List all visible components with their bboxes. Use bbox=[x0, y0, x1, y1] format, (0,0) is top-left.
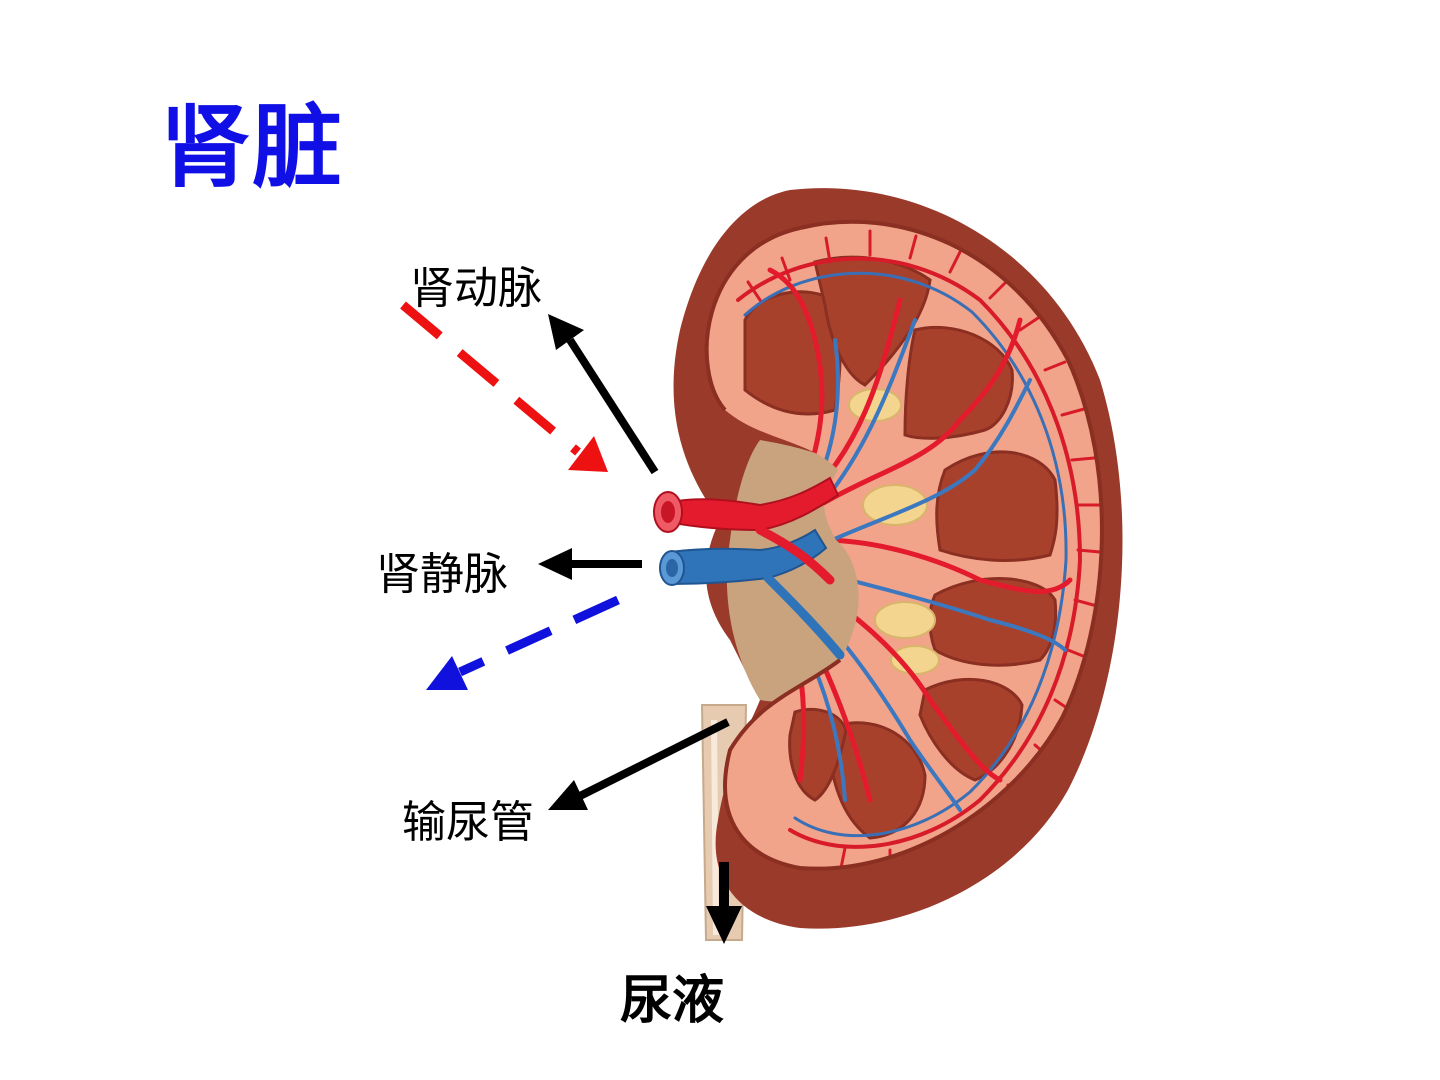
ureter-label: 输尿管 bbox=[402, 786, 534, 850]
renal-fat bbox=[875, 602, 935, 638]
kidney-illustration bbox=[654, 188, 1130, 940]
renal-pyramid bbox=[937, 452, 1057, 561]
artery-pointer-arrow bbox=[548, 314, 655, 472]
page-title: 肾脏 bbox=[160, 74, 344, 204]
ureter-pointer-arrow bbox=[548, 722, 728, 810]
urine-label: 尿液 bbox=[620, 958, 724, 1033]
vein-flow-arrow bbox=[426, 600, 618, 690]
renal-artery-label: 肾动脉 bbox=[410, 252, 542, 316]
vein-pointer-arrow bbox=[538, 548, 642, 580]
renal-vein-label: 肾静脉 bbox=[376, 538, 508, 602]
